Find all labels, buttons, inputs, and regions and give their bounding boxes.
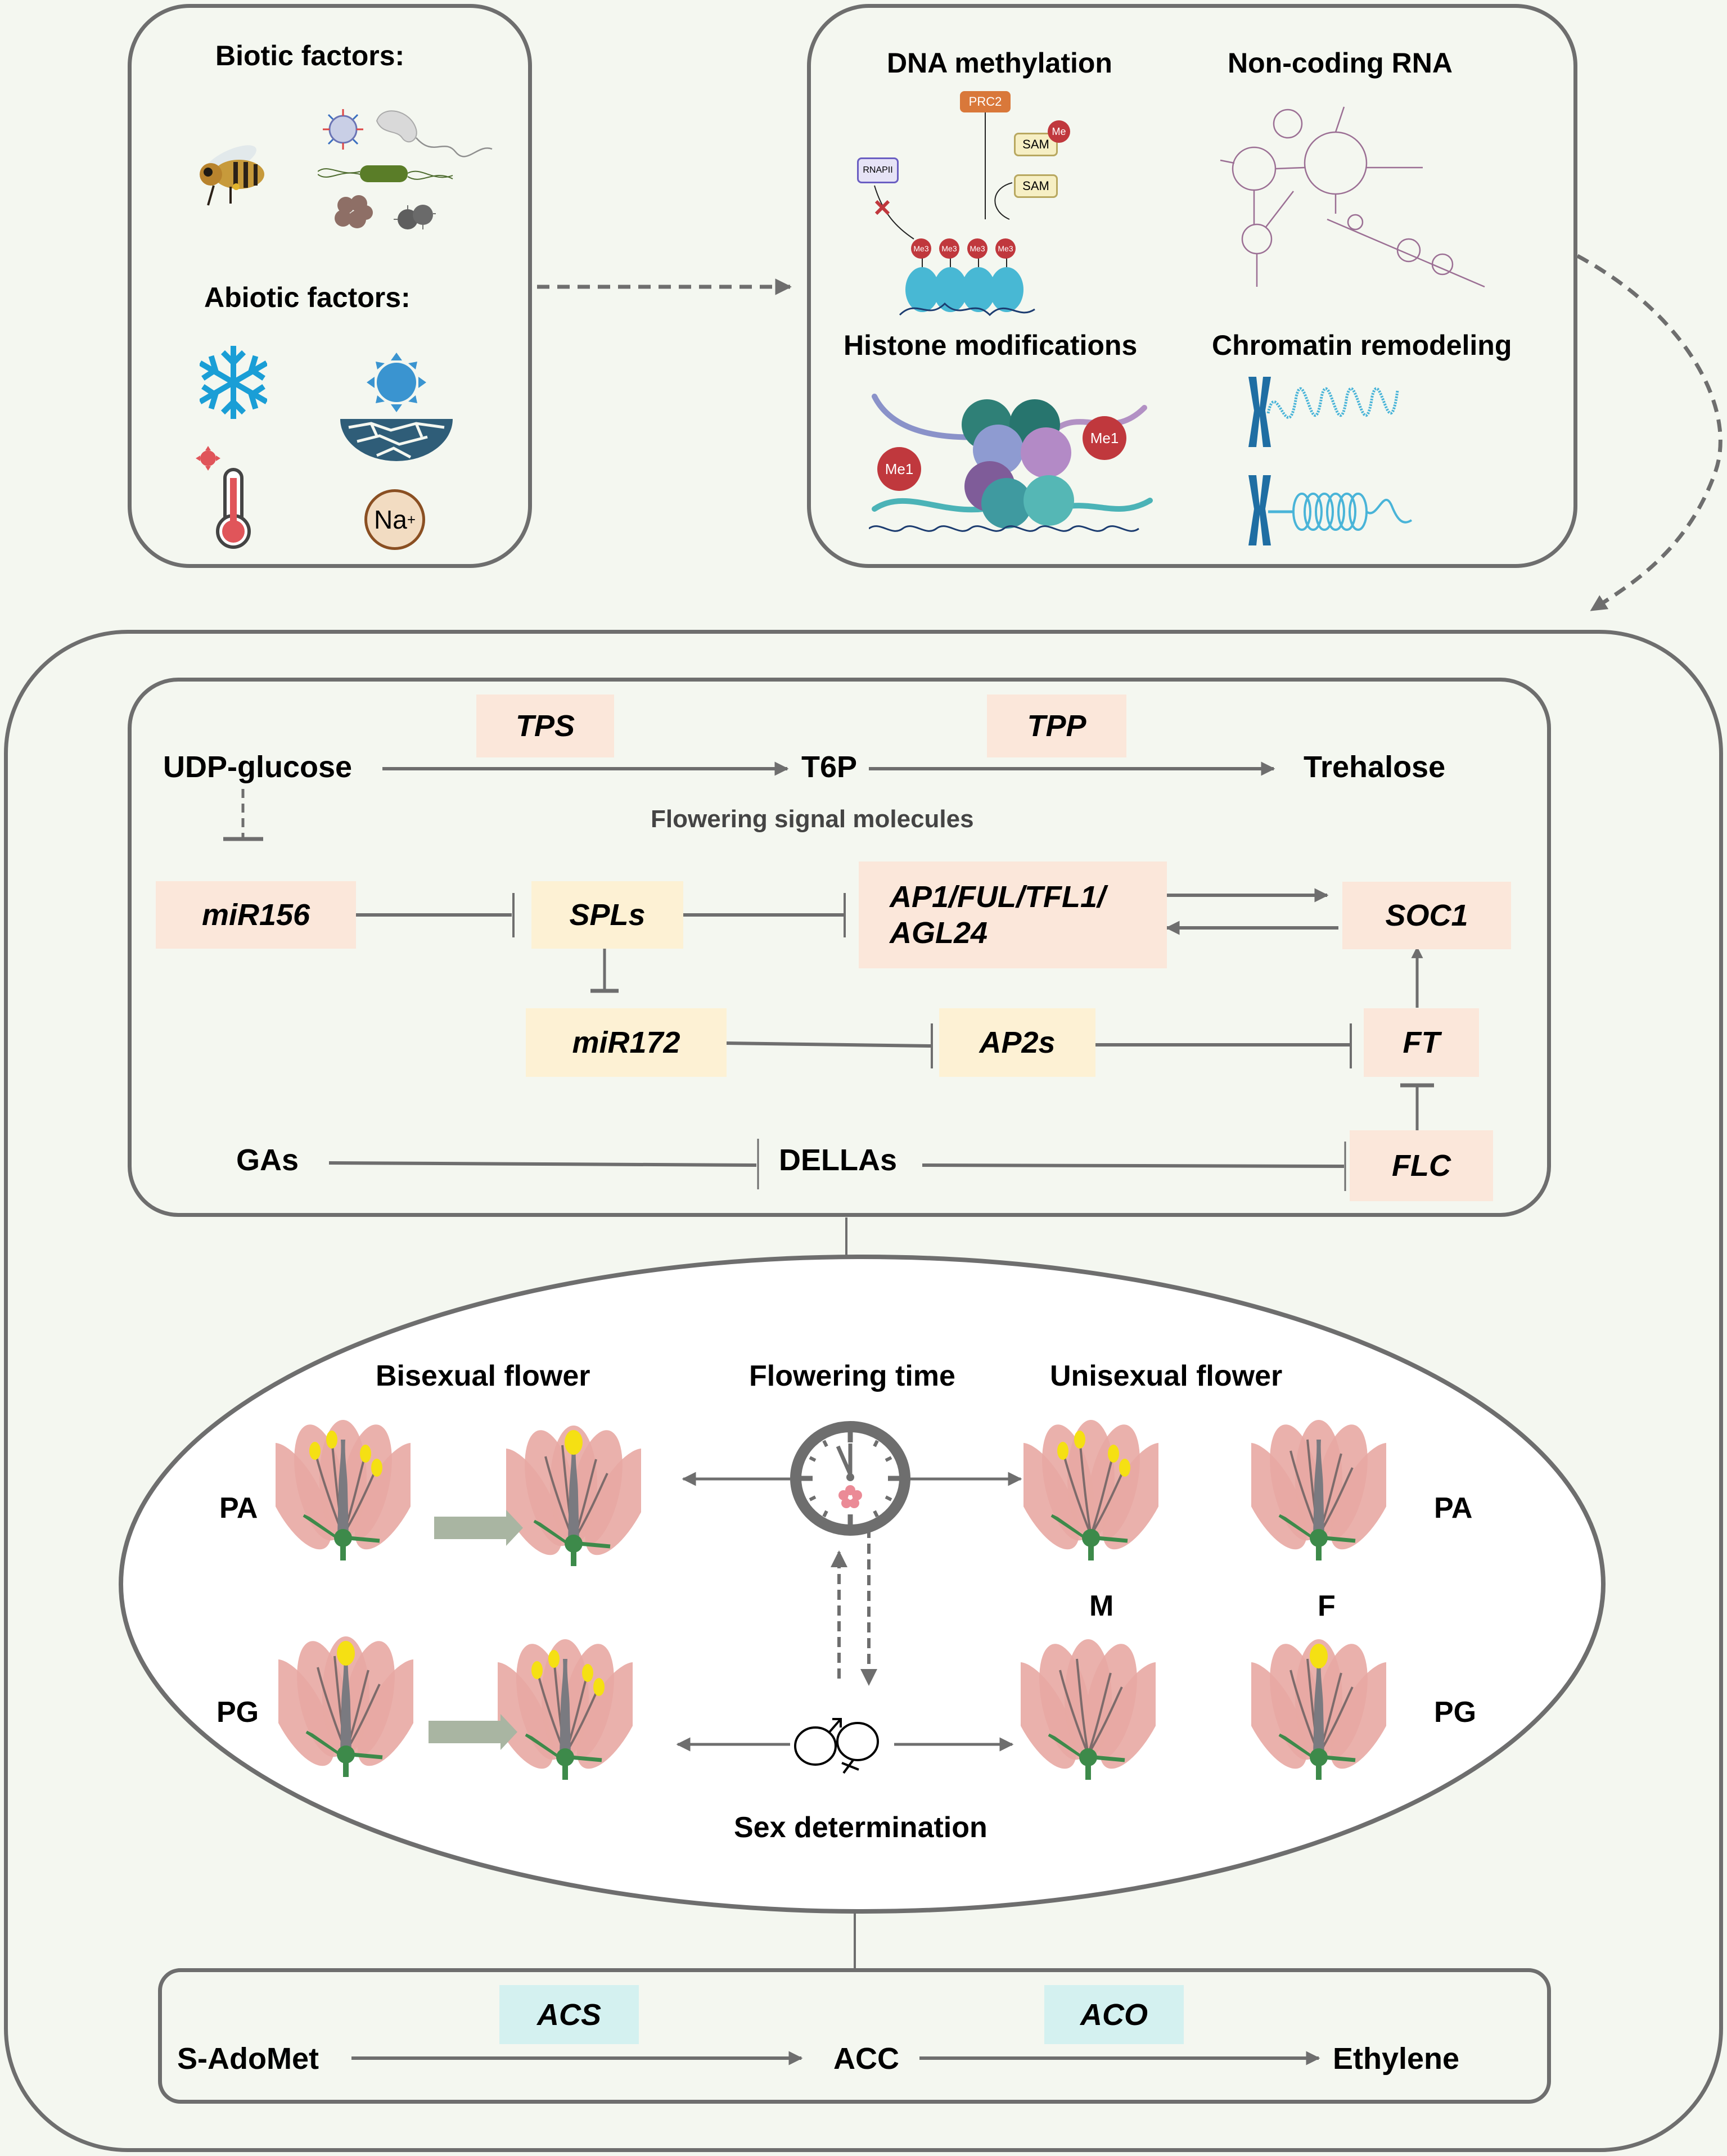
bisexual-flower-pg-stage2 [498,1639,633,1780]
epigenetic-to-pathway-arrow [1576,254,1723,612]
ap1-line1: AP1/FUL/TFL1/ [890,880,1106,914]
mir172-gene: miR172 [526,1008,727,1077]
spls-gene: SPLs [531,881,683,949]
udp-glucose-node: UDP-glucose [163,750,353,784]
flowering-regulation-panel [4,630,1723,2152]
gas-node: GAs [236,1143,299,1177]
t6p-node: T6P [801,750,858,784]
flowering-time-title: Flowering time [749,1360,955,1392]
bisexual-flower-pa-stage2 [506,1426,641,1566]
flowering-signal-molecules-label: Flowering signal molecules [651,805,974,833]
noncoding-rna-structure-icon [1220,106,1485,288]
bisexual-flower-pa-stage1 [276,1420,411,1560]
blossom-icon [838,1485,862,1508]
ap1-line2: AGL24 [890,916,988,950]
s-adomet-node: S-AdoMet [177,2042,319,2076]
acc-node: ACC [833,2042,899,2076]
male-symbol [794,1726,837,1766]
chromatin-remodeling-icon [1248,377,1413,545]
me3-marker: Me3 [967,238,987,259]
me3-marker: Me3 [911,238,931,259]
unisexual-female-flower-pa [1251,1420,1386,1560]
unisexual-male-flower-pa [1023,1420,1158,1560]
diplococcus-icon [394,205,436,229]
sex-determination-title: Sex determination [734,1811,987,1844]
flc-gene: FLC [1350,1130,1493,1201]
virus-icon [323,109,363,150]
dna-methylation-title: DNA methylation [887,47,1112,79]
ethylene-node: Ethylene [1333,2042,1460,2076]
histone-modifications-title: Histone modifications [844,330,1138,361]
abiotic-factors-title: Abiotic factors: [204,282,411,313]
ap1-ful-tfl1-agl24-gene: AP1/FUL/TFL1/ AGL24 [859,862,1167,968]
noncoding-rna-title: Non-coding RNA [1228,47,1453,79]
me1-marker-left: Me1 [877,447,921,491]
male-flower-label: M [1089,1590,1114,1622]
me3-marker: Me3 [939,238,959,259]
aco-enzyme: ACO [1044,1985,1184,2044]
thermometer-heat-icon [196,446,251,549]
nucleosome-histone-icon [869,394,1153,532]
female-flower-label: F [1318,1590,1336,1622]
row-label-pg-right: PG [1434,1696,1477,1729]
bisexual-flower-pg-stage1 [278,1636,413,1777]
male-female-symbol-icon [794,1718,879,1774]
row-label-pg-left: PG [217,1696,259,1729]
drought-sun-icon [340,353,453,461]
dna-methylation-diagram [874,112,1035,317]
flowering-signal-network-box [128,678,1551,1217]
soc1-gene: SOC1 [1342,882,1511,949]
ethylene-biosynthesis-box [158,1968,1551,2104]
mir172-inhibits-ap2s [726,1041,931,1048]
snowflake-icon [200,346,267,419]
sodium-label: Na [374,505,407,534]
rnapii-label: RNAPII [857,157,899,183]
row-label-pa-left: PA [219,1492,258,1524]
acs-enzyme: ACS [499,1985,639,2044]
environmental-factors-panel [128,4,532,568]
chromatin-remodeling-title: Chromatin remodeling [1212,330,1512,361]
tps-enzyme: TPS [476,694,614,757]
sodium-charge: + [407,511,416,528]
flagellated-bacterium-icon [376,110,493,157]
ft-gene: FT [1364,1008,1479,1077]
mir156-gene: miR156 [156,881,356,949]
sam-bottom-label: SAM [1014,174,1058,198]
female-symbol [836,1722,879,1761]
bacillus-icon [318,165,453,182]
ap2s-gene: AP2s [939,1008,1095,1077]
unisexual-flower-title: Unisexual flower [1050,1360,1283,1392]
me3-marker: Me3 [995,238,1016,259]
prc2-label: PRC2 [960,91,1011,112]
me-marker: Me [1048,120,1070,143]
me1-marker-right: Me1 [1083,416,1126,460]
biotic-factors-title: Biotic factors: [215,40,405,71]
gas-inhibits-dellas [328,1161,757,1167]
bisexual-flower-title: Bisexual flower [376,1360,590,1392]
unisexual-male-flower-pg [1021,1639,1156,1780]
unisexual-female-flower-pg [1251,1639,1386,1780]
row-label-pa-right: PA [1434,1492,1473,1524]
trehalose-node: Trehalose [1304,750,1446,784]
dellas-inhibits-flc [922,1163,1345,1168]
sodium-ion-icon: Na+ [364,489,425,550]
bee-icon [200,145,264,206]
dellas-node: DELLAs [779,1143,898,1177]
clock-icon [790,1421,910,1536]
fungal-spore-cluster-icon [335,195,373,228]
tpp-enzyme: TPP [987,694,1126,757]
